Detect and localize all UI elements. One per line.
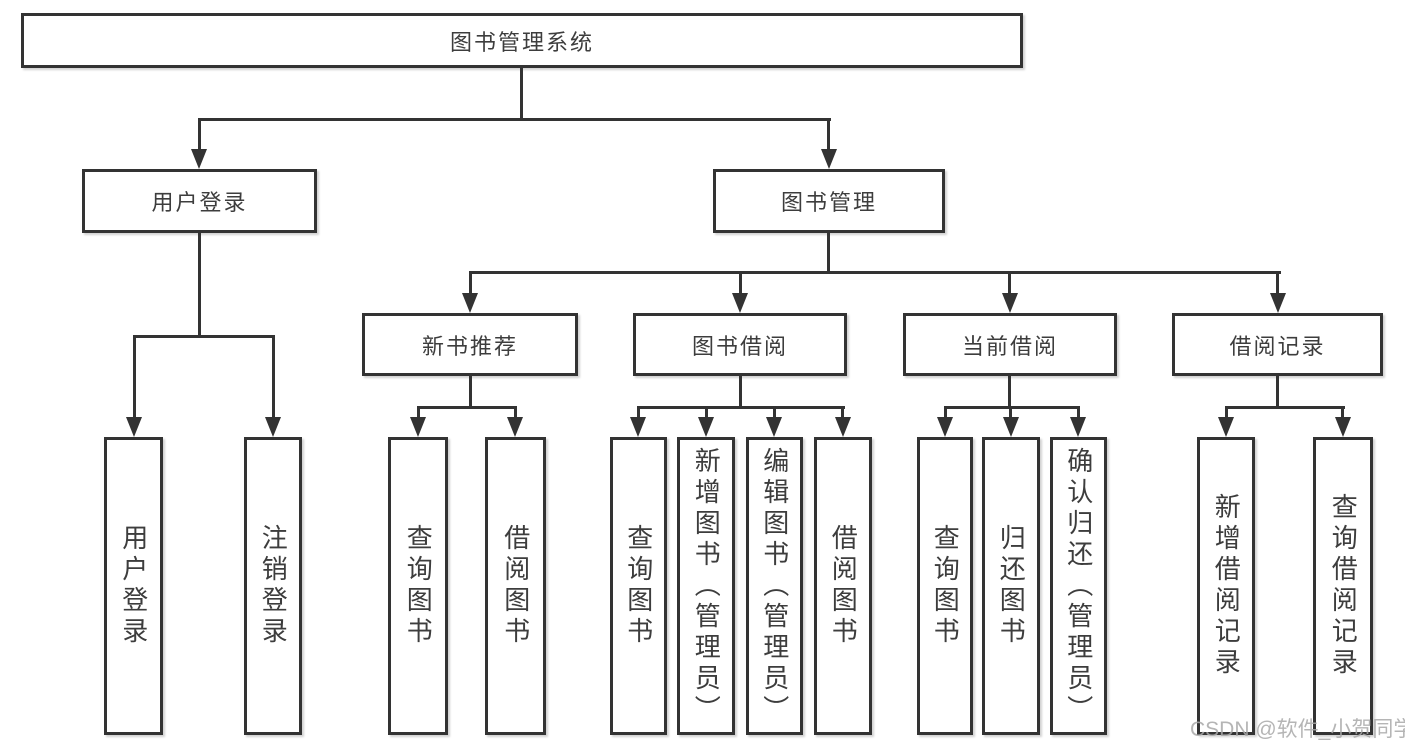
- leaf-borrow-edit-book-admin: 编辑图书（管理员）: [746, 437, 803, 735]
- leaf-borrow-add-book-admin-label: 新增图书（管理员）: [691, 446, 722, 726]
- connector-line: [705, 406, 708, 420]
- connector-line: [469, 271, 472, 297]
- node-user-login-label: 用户登录: [151, 190, 248, 215]
- connector-line: [198, 118, 831, 121]
- connector-line: [133, 335, 136, 419]
- connector-line: [1008, 271, 1011, 297]
- connector-line: [1225, 406, 1228, 420]
- connector-line: [520, 67, 523, 120]
- node-user-login: 用户登录: [82, 169, 317, 233]
- arrow-down-icon: [630, 417, 646, 437]
- arrow-down-icon: [1002, 293, 1018, 313]
- leaf-current-query-book: 查询图书: [917, 437, 973, 735]
- leaf-borrow-query-book-label: 查询图书: [623, 524, 654, 648]
- leaf-borrow-add-book-admin: 新增图书（管理员）: [677, 437, 735, 735]
- connector-line: [417, 406, 517, 409]
- leaf-recommend-borrow-book-label: 借阅图书: [500, 524, 531, 648]
- arrow-down-icon: [1335, 417, 1351, 437]
- connector-line: [198, 232, 201, 338]
- connector-line: [1077, 406, 1080, 420]
- connector-line: [739, 271, 742, 297]
- connector-line: [944, 406, 1080, 409]
- arrow-down-icon: [766, 417, 782, 437]
- connector-line: [133, 335, 275, 338]
- leaf-records-add-record-label: 新增借阅记录: [1211, 493, 1242, 679]
- node-borrow-records: 借阅记录: [1172, 313, 1383, 376]
- node-current-borrow: 当前借阅: [903, 313, 1117, 376]
- leaf-borrow-borrow-book-label: 借阅图书: [828, 524, 859, 648]
- connector-line: [1225, 406, 1345, 409]
- leaf-recommend-query-book: 查询图书: [388, 437, 448, 735]
- connector-line: [1008, 375, 1011, 409]
- csdn-watermark: CSDN @软件_小贺同学: [1190, 718, 1405, 741]
- arrow-down-icon: [507, 417, 523, 437]
- leaf-user-login: 用户登录: [104, 437, 163, 735]
- node-book-management: 图书管理: [713, 169, 945, 233]
- leaf-current-return-book-label: 归还图书: [996, 524, 1027, 648]
- leaf-records-add-record: 新增借阅记录: [1197, 437, 1255, 735]
- node-new-book-recommend-label: 新书推荐: [421, 333, 518, 359]
- arrow-down-icon: [191, 149, 207, 169]
- connector-line: [469, 271, 1281, 274]
- arrow-down-icon: [732, 293, 748, 313]
- connector-line: [773, 406, 776, 420]
- connector-line: [1276, 271, 1279, 297]
- node-current-borrow-label: 当前借阅: [961, 333, 1058, 359]
- leaf-recommend-borrow-book: 借阅图书: [485, 437, 546, 735]
- arrow-down-icon: [462, 293, 478, 313]
- connector-line: [637, 406, 845, 409]
- connector-line: [944, 406, 947, 420]
- arrow-down-icon: [698, 417, 714, 437]
- connector-line: [417, 406, 420, 420]
- connector-line: [841, 406, 844, 420]
- node-book-borrow: 图书借阅: [633, 313, 847, 376]
- connector-line: [1009, 406, 1012, 420]
- connector-line: [469, 375, 472, 409]
- leaf-current-return-book: 归还图书: [982, 437, 1040, 735]
- connector-line: [514, 406, 517, 420]
- leaf-logout-label: 注销登录: [258, 524, 289, 648]
- node-book-borrow-label: 图书借阅: [691, 333, 788, 359]
- arrow-down-icon: [1218, 417, 1234, 437]
- arrow-down-icon: [821, 149, 837, 169]
- node-library-management-system: 图书管理系统: [21, 13, 1023, 68]
- leaf-borrow-query-book: 查询图书: [610, 437, 667, 735]
- connector-line: [827, 118, 830, 152]
- arrow-down-icon: [126, 417, 142, 437]
- leaf-records-query-record-label: 查询借阅记录: [1328, 493, 1359, 679]
- connector-line: [198, 118, 201, 152]
- arrow-down-icon: [265, 417, 281, 437]
- connector-line: [827, 232, 830, 274]
- arrow-down-icon: [1270, 293, 1286, 313]
- arrow-down-icon: [410, 417, 426, 437]
- connector-line: [637, 406, 640, 420]
- node-borrow-records-label: 借阅记录: [1229, 333, 1326, 359]
- node-book-management-label: 图书管理: [780, 190, 877, 215]
- connector-line: [739, 375, 742, 409]
- connector-line: [1276, 375, 1279, 409]
- arrow-down-icon: [937, 417, 953, 437]
- leaf-logout: 注销登录: [244, 437, 302, 735]
- connector-line: [272, 335, 275, 419]
- leaf-recommend-query-book-label: 查询图书: [403, 524, 434, 648]
- leaf-records-query-record: 查询借阅记录: [1313, 437, 1373, 735]
- connector-line: [1341, 406, 1344, 420]
- node-new-book-recommend: 新书推荐: [362, 313, 578, 376]
- leaf-borrow-borrow-book: 借阅图书: [814, 437, 872, 735]
- node-library-management-system-label: 图书管理系统: [449, 29, 594, 55]
- leaf-current-query-book-label: 查询图书: [930, 524, 961, 648]
- leaf-current-confirm-return-admin: 确认归还（管理员）: [1050, 437, 1107, 735]
- arrow-down-icon: [835, 417, 851, 437]
- leaf-user-login-label: 用户登录: [118, 524, 149, 648]
- leaf-borrow-edit-book-admin-label: 编辑图书（管理员）: [759, 446, 790, 726]
- arrow-down-icon: [1070, 417, 1086, 437]
- leaf-current-confirm-return-admin-label: 确认归还（管理员）: [1063, 446, 1094, 726]
- arrow-down-icon: [1003, 417, 1019, 437]
